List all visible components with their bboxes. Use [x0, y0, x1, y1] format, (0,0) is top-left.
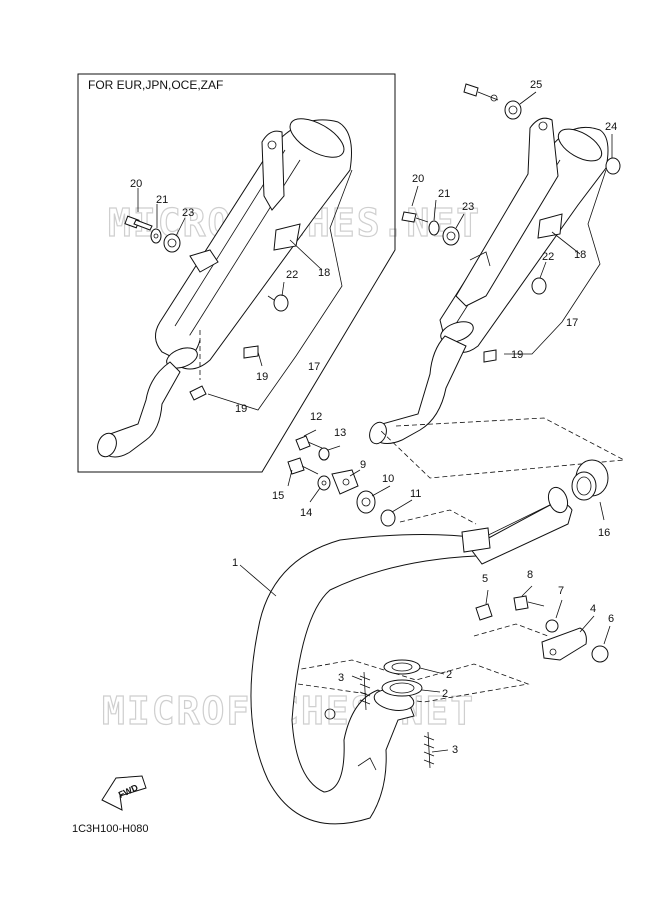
callout-c7: 7: [558, 585, 564, 597]
callout-c21b: 21: [438, 188, 450, 200]
callout-c11: 11: [410, 488, 421, 500]
callout-c17a: 17: [308, 361, 320, 373]
callout-c2b: 2: [442, 688, 448, 700]
callout-c18a: 18: [318, 267, 330, 279]
diagram-code: 1C3H100-H080: [72, 823, 148, 835]
callout-c19c: 19: [511, 349, 523, 361]
callout-c2a: 2: [446, 669, 452, 681]
callout-c4: 4: [590, 603, 596, 615]
callout-c17b: 17: [566, 317, 578, 329]
fwd-arrow-icon: FWD: [101, 775, 147, 811]
callout-c1: 1: [232, 557, 238, 569]
gasket-16: [571, 459, 609, 521]
mount-bracket-hardware: [475, 585, 611, 663]
header-pipe: [250, 486, 573, 825]
callout-c14: 14: [300, 507, 312, 519]
callout-c22b: 22: [542, 251, 554, 263]
callout-c20a: 20: [130, 178, 142, 190]
callout-c19a: 19: [256, 371, 268, 383]
callout-c8: 8: [527, 569, 533, 581]
callout-c20b: 20: [412, 173, 424, 185]
springs: [351, 671, 449, 769]
leader-1: [239, 564, 277, 597]
callout-c18b: 18: [574, 249, 586, 261]
callout-c23b: 23: [462, 201, 474, 213]
muffler-left: [97, 118, 352, 458]
callout-c16: 16: [598, 527, 610, 539]
left-hardware: [124, 215, 289, 401]
callout-c24: 24: [605, 121, 617, 133]
callout-c6: 6: [608, 613, 614, 625]
guide-lines: [260, 417, 626, 703]
right-hardware: [401, 83, 621, 363]
callout-c21a: 21: [156, 194, 168, 206]
right-leaders: [411, 91, 613, 355]
region-box-frame: [77, 73, 396, 473]
callout-c19b: 19: [235, 403, 247, 415]
left-leaders: [137, 169, 353, 411]
callout-c13: 13: [334, 427, 346, 439]
callout-c5: 5: [482, 573, 488, 585]
callout-c12: 12: [310, 411, 322, 423]
callout-c15: 15: [272, 490, 284, 502]
callout-c3a: 3: [338, 672, 344, 684]
callout-layer: 1223345678910111213141516171718181919192…: [130, 79, 617, 756]
callout-c3b: 3: [452, 744, 458, 756]
callout-c22a: 22: [286, 269, 298, 281]
callout-c23a: 23: [182, 207, 194, 219]
callout-c25: 25: [530, 79, 542, 91]
callout-c10: 10: [382, 473, 394, 485]
callout-c9: 9: [360, 459, 366, 471]
region-box-label: FOR EUR,JPN,OCE,ZAF: [88, 78, 223, 92]
joint-hardware: [287, 429, 413, 527]
muffler-right: [369, 117, 609, 445]
gasket-2: [381, 659, 445, 697]
